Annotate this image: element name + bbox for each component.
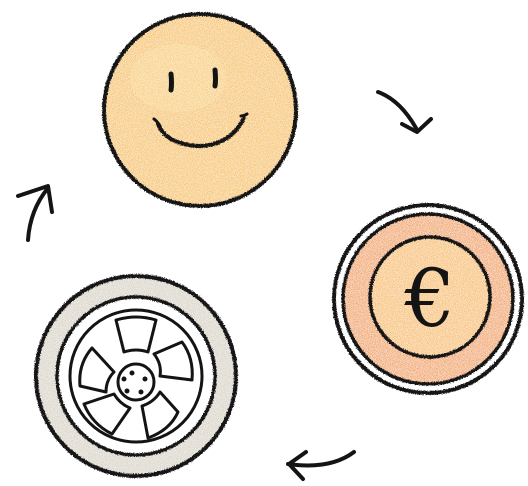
cycle-arrow-icon [18, 186, 52, 240]
smiley-face-icon [104, 14, 296, 206]
euro-symbol: € [404, 252, 456, 345]
cycle-arrow-icon [288, 452, 354, 479]
car-wheel-icon [36, 276, 236, 476]
cycle-arrow-icon [378, 92, 431, 132]
euro-coin-icon: € [334, 205, 522, 393]
